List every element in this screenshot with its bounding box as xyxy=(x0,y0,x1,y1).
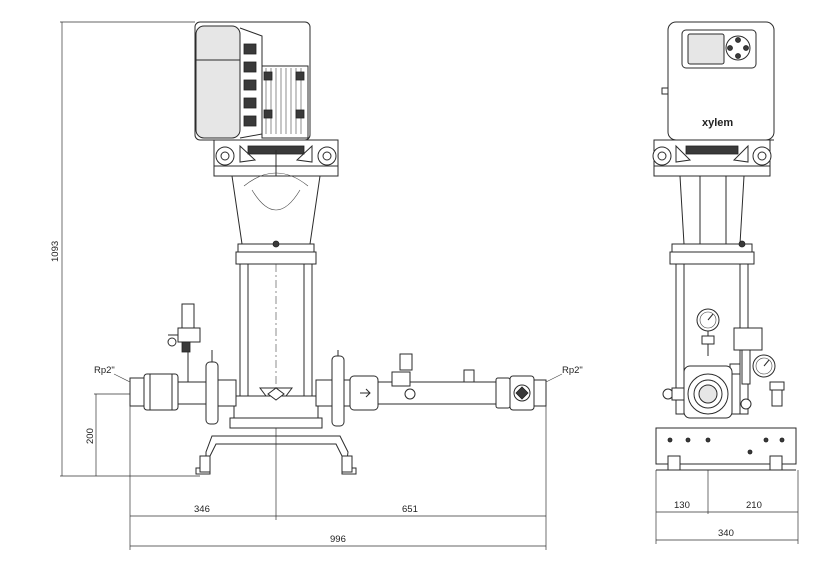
front-dimensions: 1093 200 346 651 996 xyxy=(50,21,547,550)
pump-lantern xyxy=(231,172,321,253)
side-lantern xyxy=(671,175,753,253)
dim-axis-to-right: 651 xyxy=(402,504,418,515)
motor-flange xyxy=(213,139,339,177)
outlet-thread-label: Rp2" xyxy=(562,365,583,376)
inlet-thread-label: Rp2" xyxy=(94,365,115,376)
suction-pipework xyxy=(129,303,237,425)
dim-side-total: 340 xyxy=(718,528,734,539)
side-dimensions: 130 210 340 xyxy=(655,470,799,544)
dim-overall-length: 996 xyxy=(330,534,346,545)
side-flange xyxy=(652,139,772,177)
dim-left-to-axis: 346 xyxy=(194,504,210,515)
front-view: Rp2" Rp2" 1093 200 346 651 996 xyxy=(50,21,583,550)
side-suction-port xyxy=(662,365,752,419)
brand-logo: xylem xyxy=(702,117,733,129)
side-gauges xyxy=(696,308,785,407)
dim-height-total: 1093 xyxy=(50,241,61,262)
side-base xyxy=(655,427,797,471)
side-view: xylem xyxy=(652,21,799,544)
dim-inlet-height: 200 xyxy=(85,428,96,444)
motor-drive xyxy=(194,21,311,141)
pump-stack xyxy=(233,251,319,419)
discharge-pipework xyxy=(315,350,547,427)
thread-callouts: Rp2" Rp2" xyxy=(94,365,583,383)
dim-side-right: 210 xyxy=(746,500,762,511)
dim-side-left: 130 xyxy=(674,500,690,511)
controller-box: xylem xyxy=(661,21,775,141)
